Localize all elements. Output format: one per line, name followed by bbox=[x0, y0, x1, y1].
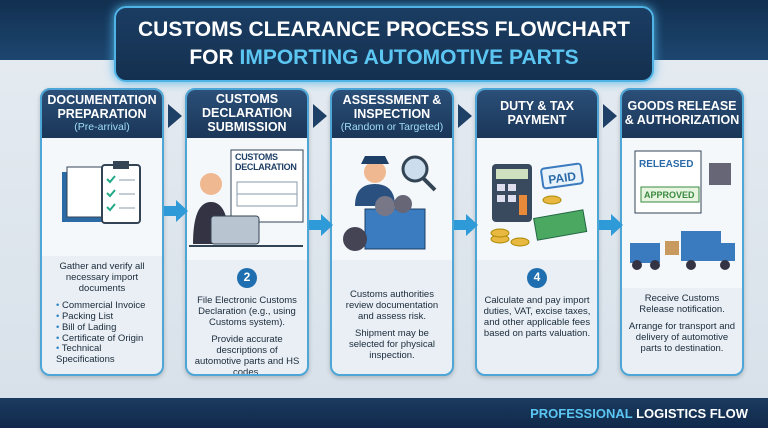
list-item: Technical Specifications bbox=[56, 344, 156, 366]
blue-arrow-icon bbox=[164, 200, 188, 222]
step-card-2: CUSTOMS DECLARATION SUBMISSION CUSTOMS D… bbox=[185, 88, 309, 376]
flow-arrow-icon bbox=[313, 104, 327, 128]
footer-tagline: PROFESSIONAL LOGISTICS FLOW bbox=[530, 406, 748, 421]
step-number: 2 bbox=[237, 268, 257, 288]
step-number: 4 bbox=[527, 268, 547, 288]
step-card-5: GOODS RELEASE & AUTHORIZATION RELEASED AP… bbox=[620, 88, 744, 376]
list-item: Commercial Invoice bbox=[56, 300, 156, 312]
released-stamp: RELEASED bbox=[639, 159, 693, 170]
title-banner: CUSTOMS CLEARANCE PROCESS FLOWCHART FOR … bbox=[114, 6, 654, 82]
officer-laptop-icon: CUSTOMS DECLARATION bbox=[187, 138, 307, 260]
approved-stamp: APPROVED bbox=[644, 190, 695, 200]
customs-declaration-form-label: CUSTOMS DECLARATION bbox=[235, 152, 297, 172]
blue-arrow-icon bbox=[309, 214, 333, 236]
inspector-container-icon bbox=[332, 138, 452, 260]
step-header: CUSTOMS DECLARATION SUBMISSION bbox=[187, 90, 307, 138]
document-list: Commercial Invoice Packing List Bill of … bbox=[48, 300, 156, 367]
footer-band: PROFESSIONAL LOGISTICS FLOW bbox=[0, 398, 768, 428]
step-header: DUTY & TAX PAYMENT bbox=[477, 90, 597, 138]
step-header: GOODS RELEASE & AUTHORIZATION bbox=[622, 90, 742, 138]
paid-stamp: PAID bbox=[547, 169, 577, 187]
flow-arrow-icon bbox=[458, 104, 472, 128]
blue-arrow-icon bbox=[599, 214, 623, 236]
list-item: Certificate of Origin bbox=[56, 333, 156, 345]
step-card-1: DOCUMENTATION PREPARATION(Pre-arrival) G… bbox=[40, 88, 164, 376]
blue-arrow-icon bbox=[454, 214, 478, 236]
title-line1: CUSTOMS CLEARANCE PROCESS FLOWCHART bbox=[138, 18, 630, 41]
calculator-money-icon: PAID bbox=[477, 138, 597, 260]
step-intro: Gather and verify all necessary import d… bbox=[59, 261, 145, 294]
step-header: ASSESSMENT & INSPECTION(Random or Target… bbox=[332, 90, 452, 138]
title-line2: FOR IMPORTING AUTOMOTIVE PARTS bbox=[189, 46, 579, 69]
flow-arrow-icon bbox=[168, 104, 182, 128]
list-item: Packing List bbox=[56, 311, 156, 323]
release-truck-icon: RELEASED APPROVED bbox=[622, 138, 742, 288]
documents-checklist-icon bbox=[42, 138, 162, 256]
step-card-4: DUTY & TAX PAYMENT PAID 4 Calculate and … bbox=[475, 88, 599, 376]
step-card-3: ASSESSMENT & INSPECTION(Random or Target… bbox=[330, 88, 454, 376]
list-item: Bill of Lading bbox=[56, 322, 156, 334]
step-header: DOCUMENTATION PREPARATION(Pre-arrival) bbox=[42, 90, 162, 138]
flow-arrow-icon bbox=[603, 104, 617, 128]
